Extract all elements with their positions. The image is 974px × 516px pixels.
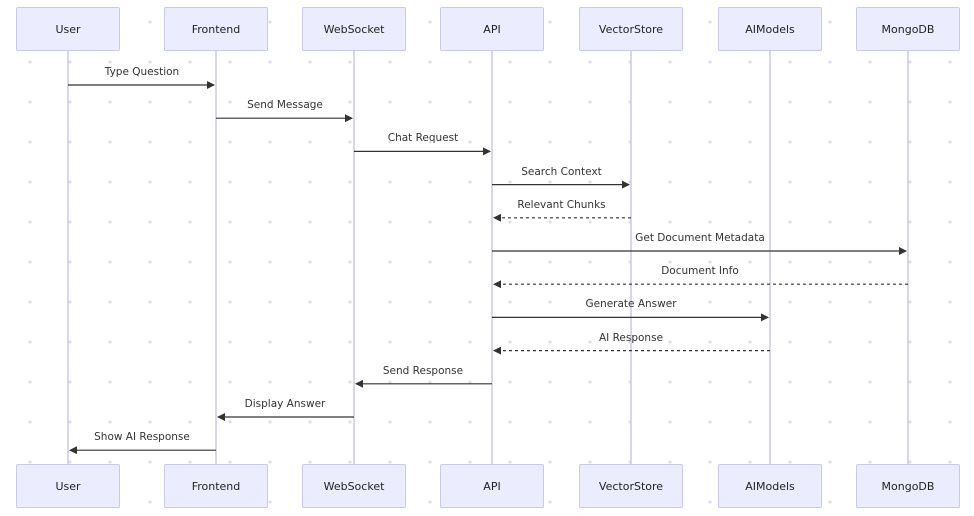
actor-aimodels-top: AIModels xyxy=(718,7,822,51)
actor-websocket-top: WebSocket xyxy=(302,7,406,51)
actor-frontend-top: Frontend xyxy=(164,7,268,51)
message-label-send-message: Send Message xyxy=(247,99,323,112)
actor-vectorstore-top: VectorStore xyxy=(579,7,683,51)
actor-mongodb-top: MongoDB xyxy=(856,7,960,51)
message-label-show-ai-response: Show AI Response xyxy=(94,431,190,444)
actor-vectorstore-bottom: VectorStore xyxy=(579,464,683,508)
actor-api-bottom: API xyxy=(440,464,544,508)
actor-user-bottom: User xyxy=(16,464,120,508)
actor-api-top: API xyxy=(440,7,544,51)
actor-user-top: User xyxy=(16,7,120,51)
message-label-search-context: Search Context xyxy=(521,165,602,178)
message-label-type-question: Type Question xyxy=(104,66,180,78)
message-label-document-info: Document Info xyxy=(661,265,739,278)
actor-frontend-bottom: Frontend xyxy=(164,464,268,508)
message-label-chat-request: Chat Request xyxy=(387,132,459,145)
actor-mongodb-bottom: MongoDB xyxy=(856,464,960,508)
actor-websocket-bottom: WebSocket xyxy=(302,464,406,508)
message-label-ai-response: AI Response xyxy=(598,331,664,344)
message-label-get-document-metadata: Get Document Metadata xyxy=(635,232,765,244)
message-label-send-response: Send Response xyxy=(382,364,464,377)
actor-aimodels-bottom: AIModels xyxy=(718,464,822,508)
message-label-relevant-chunks: Relevant Chunks xyxy=(517,198,606,211)
message-label-display-answer: Display Answer xyxy=(244,398,326,410)
message-label-generate-answer: Generate Answer xyxy=(585,298,677,311)
